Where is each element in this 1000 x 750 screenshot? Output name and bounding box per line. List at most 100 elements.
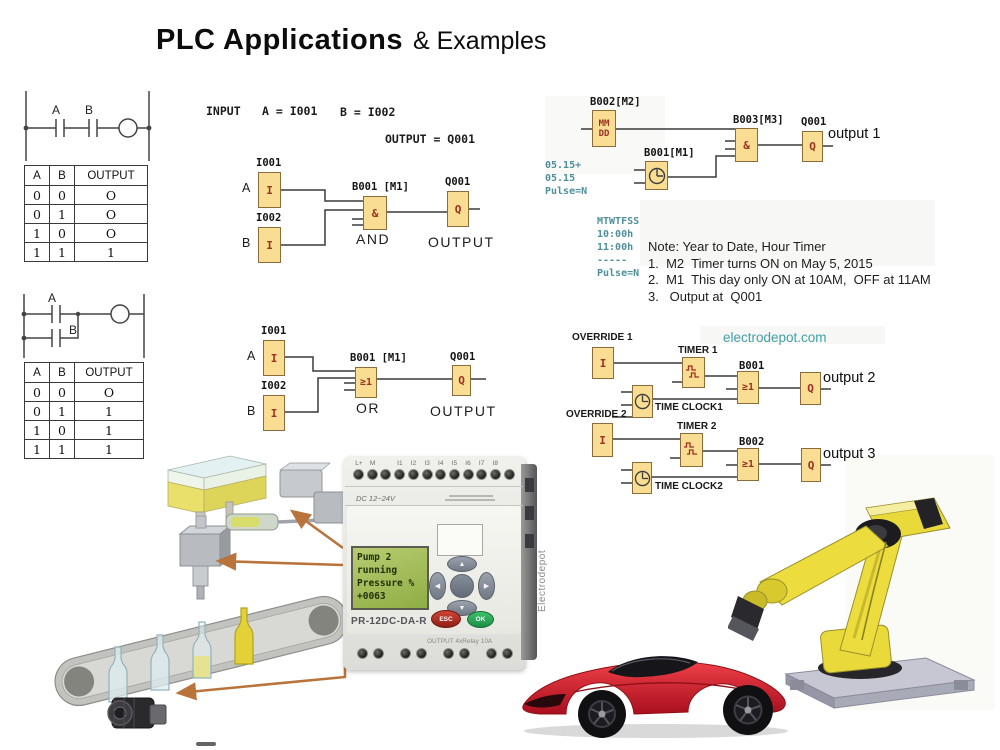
port-b-label: B [247,404,256,418]
nav-up-button: ▲ [447,556,477,572]
block-symbol: Q [458,374,465,387]
timer1-label: TIMER 1 [678,345,718,356]
block-symbol: ≥1 [359,376,373,388]
nav-center-button [450,574,474,598]
block-symbol: & [371,206,379,220]
time-clock1-label: TIME CLOCK1 [655,402,723,413]
cell: 1 [24,420,50,440]
label-window [437,524,483,556]
th-a: A [24,362,50,383]
power-rating-label: DC 12~24V [356,494,395,503]
clock-icon [648,167,665,184]
input-block-i001: I [263,340,285,376]
cell: 1 [74,242,148,262]
block-symbol: Q [454,202,462,216]
and-gate-block: & [363,196,387,230]
block-label-q001: Q001 [801,116,827,128]
block-label-i001: I001 [261,325,287,337]
block-label-q001: Q001 [445,176,471,188]
block-symbol: I [599,356,607,370]
cell: 0 [49,185,75,205]
port-a-label: A [242,181,251,195]
block-symbol: Q [809,140,816,153]
ladder-contact-b-label: B [85,103,93,117]
block-label-i002: I002 [256,212,282,224]
fine-print [449,495,493,497]
output-rating-label: OUTPUT 4xRelay 10A [427,638,493,645]
timer2-block [680,433,703,467]
cell: 0 [49,382,75,402]
or-gate-block: ≥1 [355,367,377,398]
input-terminal-screws [353,469,515,480]
output-terminal-screws [357,648,513,659]
cell: 1 [74,420,144,440]
block-label-b001m1: B001 [M1] [350,352,407,364]
cell: 1 [24,223,50,243]
cell: 0 [24,204,50,224]
output2-q-block: Q [800,372,821,405]
override2-input-block: I [592,423,613,457]
output-caption: OUTPUT [430,403,497,419]
or-gate-caption: OR [356,400,380,416]
cell: O [74,382,144,402]
input-block-i002: I [263,395,285,431]
block-label-b001m1: B001[M1] [644,147,695,159]
pulse-icon [685,364,699,378]
input-block-i002: I [258,227,281,263]
brand-vertical-label: Electrodepot [537,549,548,612]
block-label-b002m2: B002[M2] [590,96,641,108]
ladder-contact-b-label: B [69,323,77,337]
cell: 0 [49,420,75,440]
th-output: OUTPUT [74,165,148,186]
esc-button: ESC [431,610,461,628]
robot-arm-illustration [728,497,976,709]
cell: 1 [24,439,50,459]
block-symbol: Q [807,382,814,395]
output3-label: output 3 [823,446,876,462]
title-main: PLC Applications [156,24,403,56]
input-a-equation: A = I001 [262,104,318,118]
output-caption: OUTPUT [428,234,495,250]
th-b: B [49,362,75,383]
cell: 1 [49,439,75,459]
block-symbol: I [266,183,273,197]
override1-input-block: I [592,347,614,379]
cell: O [74,223,148,243]
block-symbol: Q [807,458,815,472]
block-label-i001: I001 [256,157,282,169]
ladder-contact-a-label: A [48,291,56,305]
or-gate2-block: ≥1 [737,448,759,481]
cell: 1 [49,401,75,421]
override1-label: OVERRIDE 1 [572,332,633,343]
output-block-q001: Q [447,191,469,227]
th-output: OUTPUT [74,362,144,383]
timer2-label: TIMER 2 [677,421,717,432]
block-label-b003m3: B003[M3] [733,114,784,126]
seam [345,505,523,506]
plc-din-rail-side [521,464,537,660]
page-title: PLC Applications & Examples [156,24,546,57]
ladder-contact-a-label: A [52,103,60,117]
block-symbol: & [743,138,750,152]
block-symbol: I [599,433,606,447]
output3-q-block: Q [801,448,821,482]
block-symbol: I [266,238,273,252]
scan-smudge [700,326,885,344]
mm-text: MM [598,118,610,129]
timer1-block [682,357,705,388]
block-label-b001: B001 [739,360,765,372]
or-gate1-block: ≥1 [737,371,759,404]
cell: 0 [24,185,50,205]
time-clock-block [645,161,668,190]
block-symbol: I [270,351,278,365]
cell: 1 [49,242,75,262]
input-equation-label: INPUT [206,104,241,118]
input-b-equation: B = I002 [340,105,396,119]
cell: 1 [49,204,75,224]
